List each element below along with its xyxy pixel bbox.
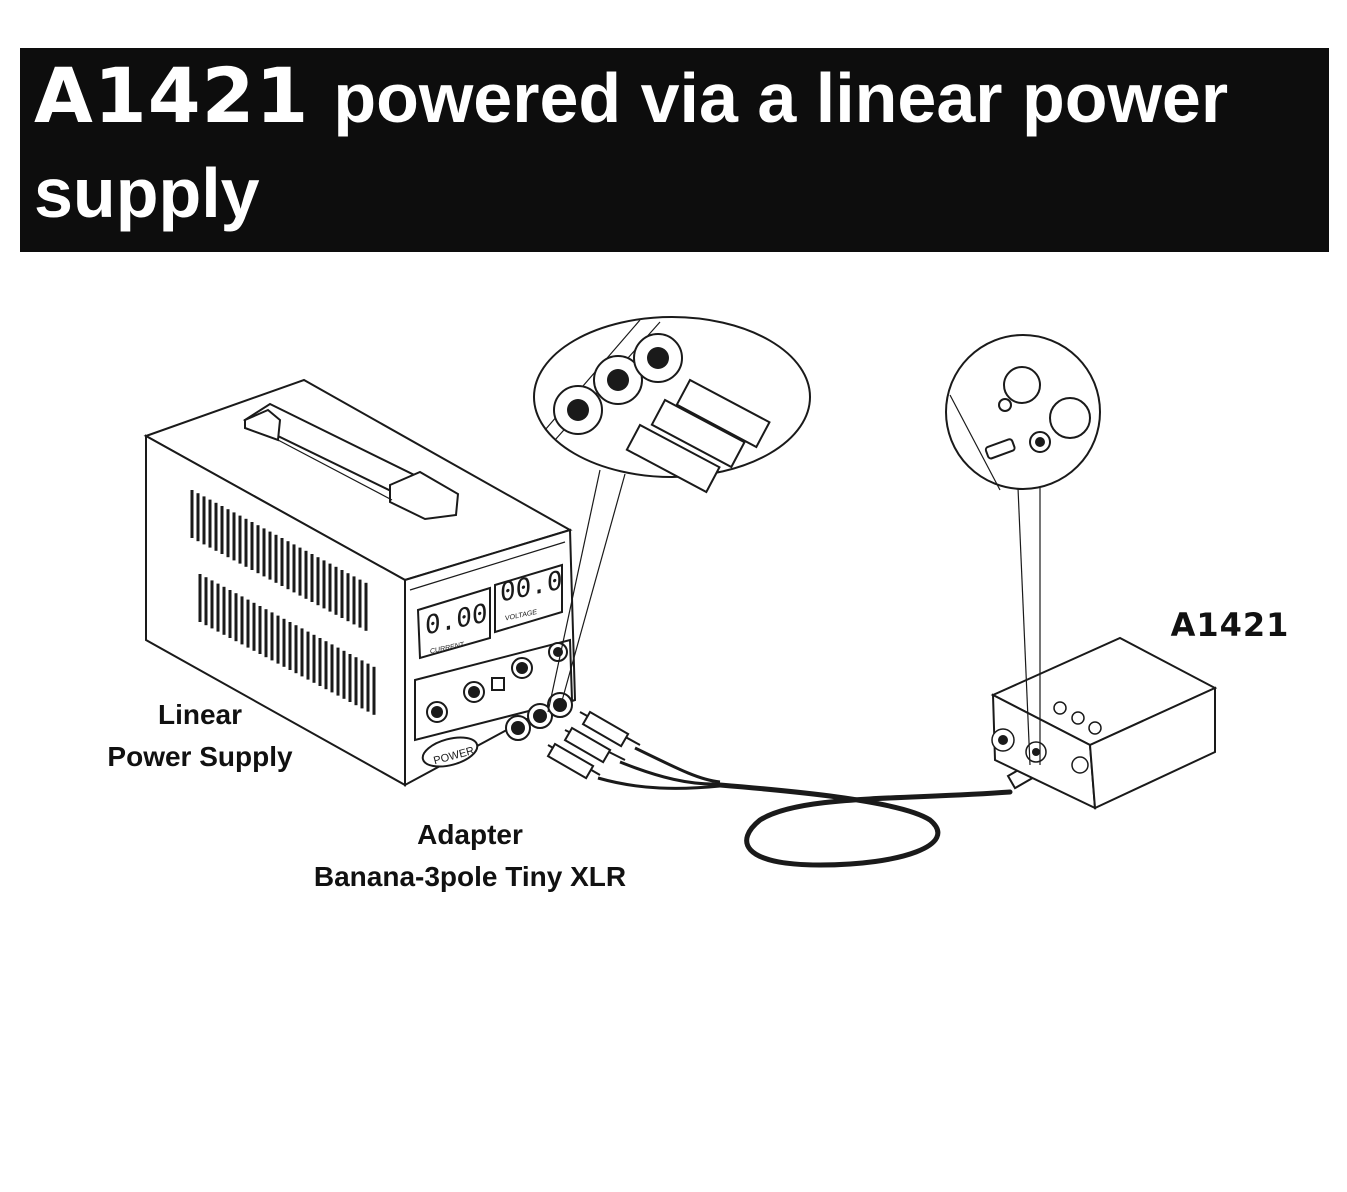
vent-slots-upper	[190, 490, 368, 631]
label-linear-line2: Power Supply	[107, 741, 293, 772]
label-adapter: Adapter Banana-3pole Tiny XLR	[260, 814, 680, 898]
label-device: A1421	[1170, 606, 1290, 644]
title-rest: powered via a linear power	[333, 59, 1229, 137]
vent-slots-lower	[198, 574, 376, 715]
label-linear-power-supply: Linear Power Supply	[70, 694, 330, 778]
page-title-line2: supply	[34, 154, 260, 232]
label-adapter-line1: Adapter	[417, 819, 523, 850]
linear-power-supply-illustration: 0.00 00.0 CURRENT VOLTAGE POWER	[143, 378, 577, 787]
title-banner	[20, 48, 1329, 252]
label-linear-line1: Linear	[157, 699, 243, 730]
zoom-detail-banana-posts	[533, 316, 811, 713]
zoom-detail-xlr-port	[945, 334, 1101, 766]
title-model: A1421	[34, 51, 310, 140]
label-adapter-line2: Banana-3pole Tiny XLR	[313, 861, 627, 892]
a1421-device-illustration	[990, 636, 1218, 810]
